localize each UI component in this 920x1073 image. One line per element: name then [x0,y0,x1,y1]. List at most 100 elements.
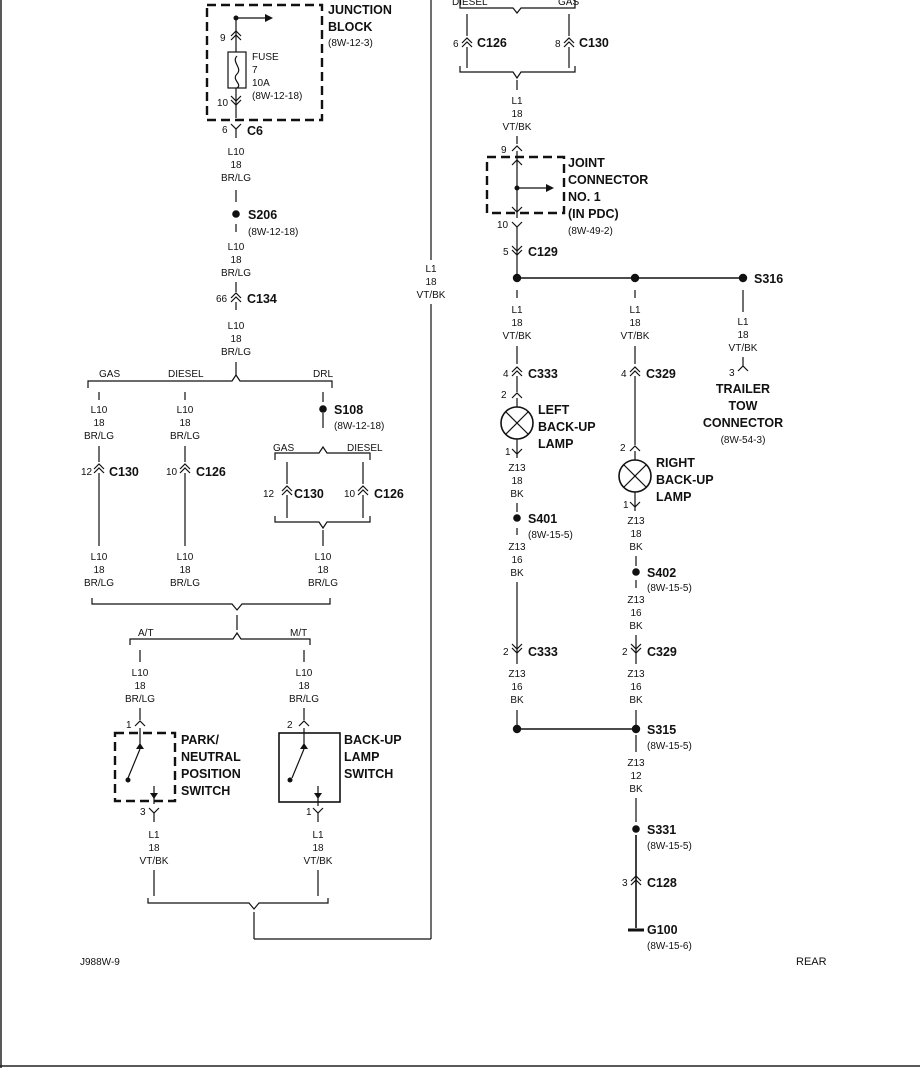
merge-brace: A/T M/T [91,598,331,645]
connector-pin: 10 [344,489,356,500]
s315-name: S315 [647,723,676,737]
right-lamp-label-2: BACK-UP [656,473,714,487]
wire-label: 18 [134,681,146,692]
s331-ref: (8W-15-5) [647,841,692,852]
left-lamp-label-3: LAMP [538,437,573,451]
wire-label: BR/LG [289,694,319,705]
wire-label: L10 [91,552,108,563]
wire-label: BK [510,568,524,579]
wire-label: BR/LG [308,578,338,589]
wire-label: Z13 [508,669,526,680]
wire-label: Z13 [627,669,645,680]
connector-pin: 10 [166,467,178,478]
wire-label: BK [510,695,524,706]
pns-label-1: PARK/ [181,733,219,747]
c134-name: C134 [247,292,277,306]
wire-l10-circuit: L10 [228,147,245,158]
wire-label: 18 [630,529,642,540]
variant-diesel: DIESEL [452,0,488,8]
s206-name: S206 [248,208,277,222]
pns-pin-out: 3 [140,807,146,818]
wire-l10-color: BR/LG [221,173,251,184]
trailer-pin: 3 [729,368,735,379]
right-lamp-pin-out: 1 [623,500,629,511]
wire-label: 18 [312,843,324,854]
fuse-number: 7 [252,65,258,76]
left-lamp-label-1: LEFT [538,403,570,417]
wire-label: BK [629,542,643,553]
splice-dot [630,273,640,283]
connector-c6: 6 C6 [222,123,263,138]
connector-c329-label: C329 [647,645,677,659]
variant-drl: DRL [313,369,333,380]
wire-label: BR/LG [170,431,200,442]
left-backup-lamp-icon [500,406,534,440]
s402-ref: (8W-15-5) [647,583,692,594]
variant-gas: GAS [273,443,294,454]
splice-s401-dot [513,514,521,522]
wire-label: BK [629,695,643,706]
jb-title-2: BLOCK [328,20,372,34]
wire-label: VT/BK [304,856,333,867]
wire-label: VT/BK [503,331,532,342]
connector-c329-label: C329 [646,367,676,381]
wire-label: Z13 [508,542,526,553]
c128-pin: 3 [622,878,628,889]
jc-label-4: (IN PDC) [568,207,619,221]
splice-s108-dot [319,405,327,413]
bls-pin-in: 2 [287,720,293,731]
pns-pin-in: 1 [126,720,132,731]
s315-ref: (8W-15-5) [647,741,692,752]
left-lamp-pin-in: 2 [501,390,507,401]
backup-lamp-switch: 1 BACK-UP LAMP SWITCH [278,728,402,822]
c6-name: C6 [247,124,263,138]
wire-label: L1 [511,305,523,316]
wire-label: BR/LG [84,578,114,589]
wire-label: BR/LG [84,431,114,442]
wire-label: BR/LG [125,694,155,705]
connector-c333-label: C333 [528,367,558,381]
wire-label: 18 [629,318,641,329]
wire-label: L1 [737,317,749,328]
trailer-connector-pin-icon [737,365,749,372]
jb-ref: (8W-12-3) [328,38,373,49]
connector-c126-label: C126 [196,465,226,479]
wire-label: VT/BK [140,856,169,867]
jb-pin-in: 9 [220,33,226,44]
jc-label-2: CONNECTOR [568,173,648,187]
wire-label: L10 [91,405,108,416]
right-lamp-pin-in: 2 [620,443,626,454]
variant-gas: GAS [99,369,120,380]
jc-label-3: NO. 1 [568,190,601,204]
right-lamp-label-1: RIGHT [656,456,695,470]
right-backup-lamp-icon [618,459,652,493]
jc-ref: (8W-49-2) [568,226,613,237]
s331-name: S331 [647,823,676,837]
wire-label: L1 [629,305,641,316]
connector-c134: 66 C134 [216,292,277,310]
connector-c130-label: C130 [579,36,609,50]
bls-label-2: LAMP [344,750,379,764]
fuse-ref: (8W-12-18) [252,91,302,102]
wire-label: 16 [630,608,642,619]
wire-label: Z13 [508,463,526,474]
connector-pin: 6 [453,39,459,50]
fuse-rating: 10A [252,78,270,89]
wire-label: 18 [230,334,242,345]
variant-diesel: DIESEL [168,369,204,380]
variant-at: A/T [138,628,154,639]
wire-label: 18 [179,565,191,576]
wire-label: 18 [511,109,523,120]
wire-l10-gauge: 18 [230,160,242,171]
s206-ref: (8W-12-18) [248,227,298,238]
connector-c333-label: C333 [528,645,558,659]
s401-name: S401 [528,512,557,526]
wire-label: VT/BK [417,290,446,301]
bls-pin-out: 1 [306,807,312,818]
connector-c126-label: C126 [477,36,507,50]
location-label: REAR [796,956,827,968]
connector-c129: 5 C129 [503,227,558,260]
bls-label-1: BACK-UP [344,733,402,747]
connector-pin: 4 [503,369,509,380]
